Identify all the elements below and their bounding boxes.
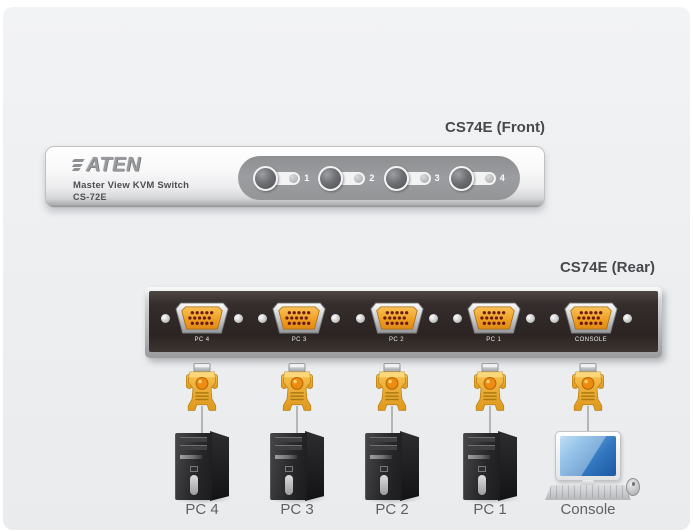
- screw-hole-icon: [234, 314, 243, 323]
- pushbutton-icon: [448, 165, 474, 191]
- aten-logo-wing-icon: [72, 159, 85, 171]
- screw-hole-icon: [525, 314, 535, 323]
- screw-hole-icon: [623, 314, 632, 323]
- port-led-icon: [484, 173, 494, 183]
- screw-hole-icon: [550, 314, 559, 323]
- pc-tower-icon: [459, 431, 521, 504]
- port-select-button-3: 3: [383, 165, 440, 191]
- vga-connector-icon: [563, 302, 619, 335]
- port-led-icon: [354, 173, 364, 183]
- device-label: PC 2: [375, 501, 409, 518]
- device-label: PC 4: [185, 501, 219, 518]
- cable-line: [489, 406, 491, 446]
- port-label: PC 3: [291, 337, 307, 343]
- screw-hole-icon: [331, 314, 341, 323]
- port-selection-button-strip: 1 2 3 4: [238, 156, 520, 200]
- cable-line: [296, 406, 298, 446]
- port-number-label: 1: [304, 173, 310, 183]
- front-view-title: CS74E (Front): [444, 119, 545, 136]
- pc-tower-icon: [266, 431, 328, 504]
- port-label: CONSOLE: [574, 337, 608, 343]
- port-number-label: 3: [434, 173, 440, 183]
- connection-column-pc2: PC 2: [332, 358, 452, 518]
- port-led-bar: [468, 171, 496, 185]
- vga-cable-plug-icon: [467, 363, 513, 418]
- aten-logo: ATEN: [72, 153, 189, 176]
- pushbutton-icon: [383, 165, 409, 191]
- port-label: PC 4: [194, 337, 210, 343]
- connection-column-pc4: PC 4: [142, 358, 262, 518]
- port-select-button-2: 2: [318, 165, 375, 191]
- model-number-label: CS-72E: [73, 192, 107, 202]
- port-label: PC 2: [389, 337, 404, 343]
- vga-connector-icon: [369, 302, 425, 335]
- port-number-label: 4: [499, 173, 505, 183]
- vga-connector-icon: [271, 302, 327, 335]
- vga-port-pc3: PC 3: [256, 302, 342, 343]
- vga-port-pc2: PC 2: [354, 302, 440, 343]
- keyboard-icon: [545, 485, 631, 500]
- vga-connector-icon: [466, 302, 522, 335]
- cable-line: [201, 406, 203, 446]
- pc-tower-icon: [171, 431, 233, 504]
- kvm-front-panel: ATEN Master View KVM Switch CS-72E 1 2 3: [45, 146, 545, 208]
- port-led-bar: [403, 171, 431, 185]
- pushbutton-icon: [318, 165, 344, 191]
- front-panel-branding: ATEN Master View KVM Switch CS-72E: [72, 153, 190, 202]
- monitor-icon: [555, 431, 621, 481]
- device-label: PC 3: [280, 501, 314, 518]
- port-label: PC 1: [486, 337, 502, 343]
- screw-hole-icon: [161, 314, 170, 323]
- vga-cable-plug-icon: [179, 363, 225, 418]
- vga-port-console: CONSOLE: [548, 302, 634, 343]
- rear-view-title: CS74E (Rear): [559, 259, 655, 276]
- vga-cable-plug-icon: [369, 363, 415, 418]
- port-led-icon: [289, 173, 299, 183]
- pc-tower-icon: [361, 431, 423, 504]
- console-icon: [533, 431, 643, 504]
- port-led-bar: [273, 171, 301, 185]
- port-select-button-1: 1: [253, 165, 310, 191]
- port-led-icon: [419, 173, 429, 183]
- product-name-label: Master View KVM Switch: [73, 180, 190, 191]
- port-led-bar: [338, 171, 366, 185]
- cable-line: [587, 406, 589, 446]
- port-select-button-4: 4: [448, 165, 505, 191]
- connection-column-console: Console: [528, 358, 648, 518]
- connection-column-pc1: PC 1: [430, 358, 550, 518]
- screw-hole-icon: [258, 314, 268, 323]
- aten-logo-text: ATEN: [86, 153, 141, 176]
- rear-panel-face: PC 4 PC 3 PC 2: [149, 291, 658, 352]
- mouse-icon: [626, 478, 640, 496]
- port-number-label: 2: [369, 173, 375, 183]
- kvm-rear-panel: PC 4 PC 3 PC 2: [145, 287, 662, 358]
- vga-port-pc1: PC 1: [451, 302, 537, 343]
- screw-hole-icon: [452, 314, 462, 323]
- cable-line: [391, 406, 393, 446]
- vga-connector-icon: [174, 302, 230, 335]
- screw-hole-icon: [428, 314, 438, 323]
- pushbutton-icon: [253, 165, 279, 191]
- device-label: Console: [560, 501, 616, 518]
- vga-cable-plug-icon: [565, 363, 611, 418]
- device-label: PC 1: [473, 501, 507, 518]
- vga-cable-plug-icon: [274, 363, 320, 418]
- connection-column-pc3: PC 3: [237, 358, 357, 518]
- screw-hole-icon: [355, 314, 365, 323]
- vga-port-pc4: PC 4: [159, 302, 245, 343]
